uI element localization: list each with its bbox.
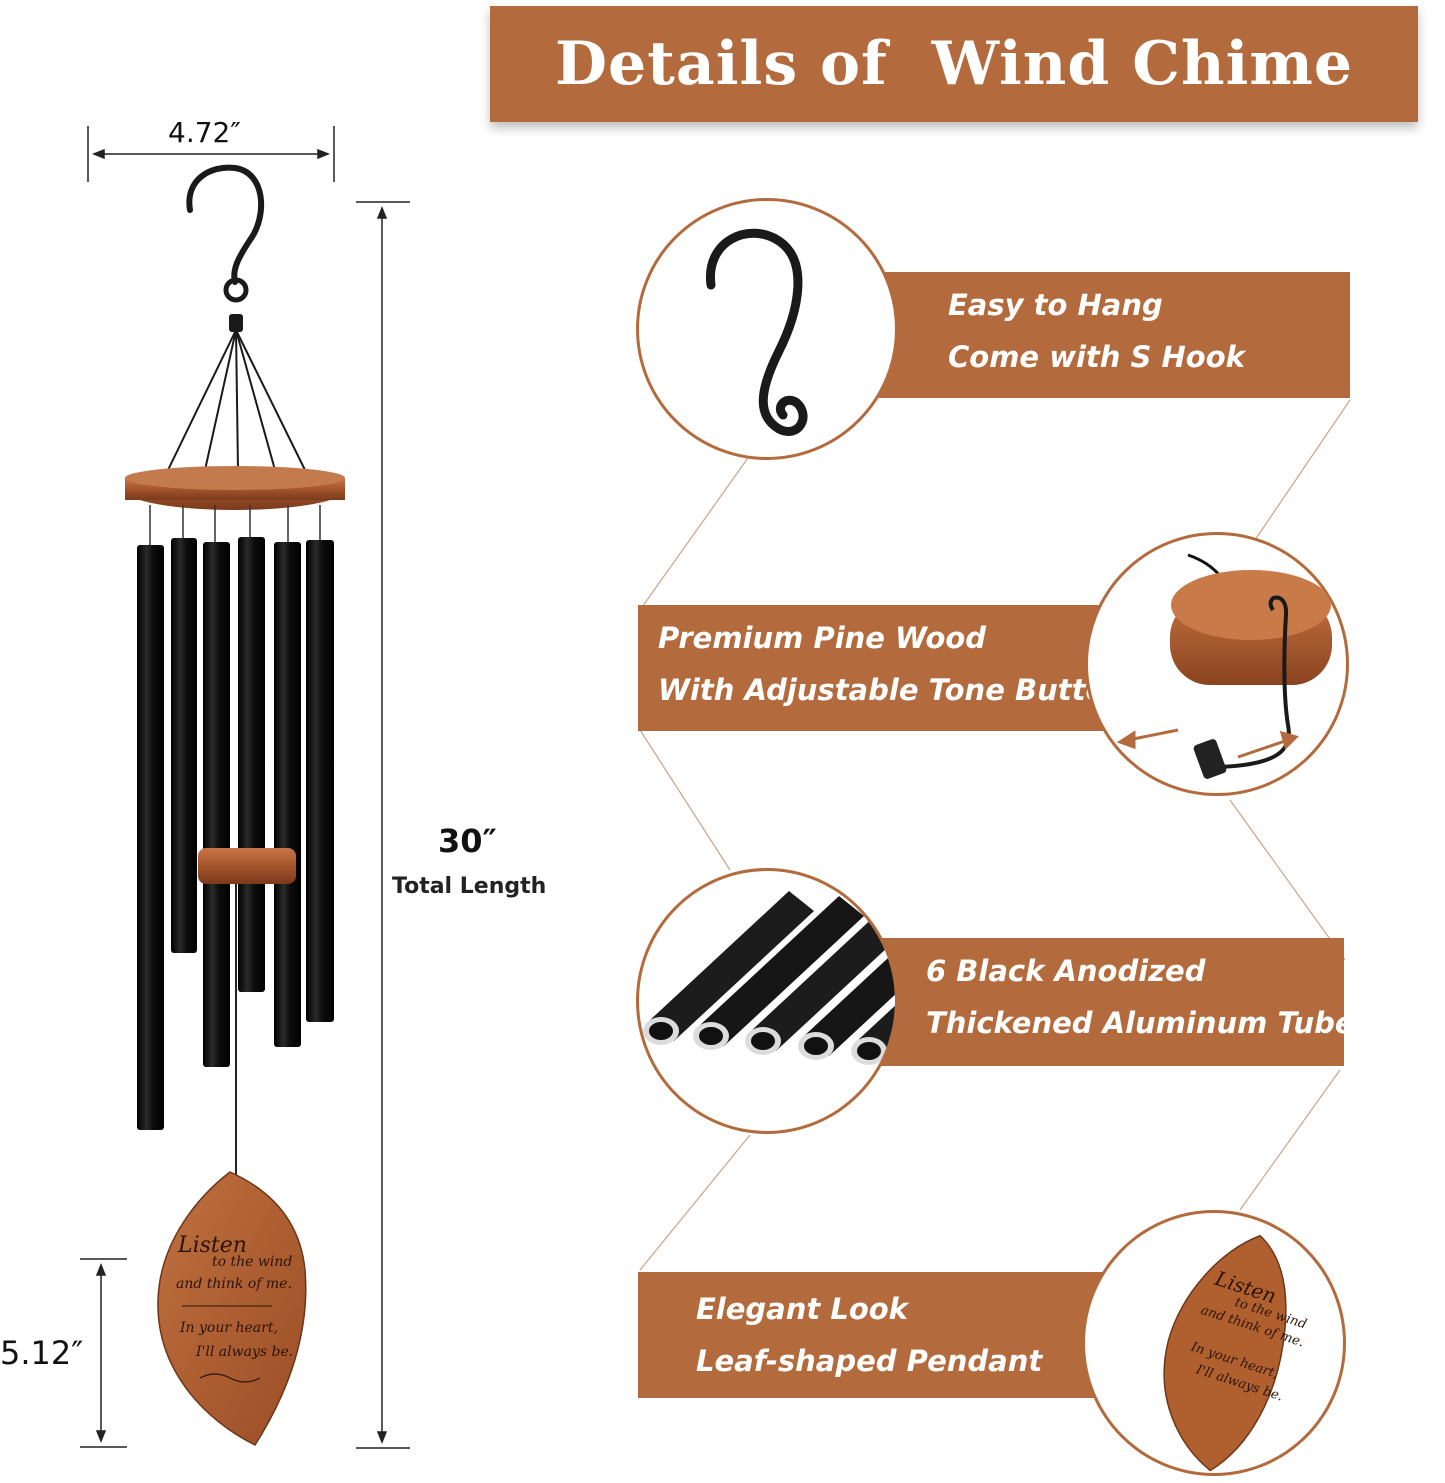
s-hook (186, 164, 265, 285)
pendant-length-label: 5.12″ (0, 1334, 84, 1372)
feature-bar-hang: Easy to Hang Come with S Hook (850, 272, 1350, 398)
width-dimension (87, 126, 335, 182)
feature-bar-wood: Premium Pine Wood With Adjustable Tone B… (638, 605, 1138, 731)
s-hook-icon (636, 198, 898, 460)
feature-leaf-line1: Elegant Look (696, 1292, 908, 1326)
feature-hang-line2: Come with S Hook (948, 340, 1245, 374)
title-banner: Details of Wind Chime (490, 6, 1418, 122)
pendant-text-5: I'll always be. (195, 1344, 293, 1360)
zigzag-connectors (639, 399, 1351, 1271)
wind-chime-illustration: Listen to the wind and think of me. In y… (80, 126, 410, 1449)
width-label: 4.72″ (168, 116, 241, 149)
pendant-dimension (80, 1258, 127, 1448)
feature-tubes-line2: Thickened Aluminum Tubes (926, 1006, 1372, 1040)
total-length-label: Total Length (392, 874, 547, 899)
feature-bar-tubes: 6 Black Anodized Thickened Aluminum Tube… (850, 938, 1372, 1066)
pendant-text-3: and think of me. (176, 1276, 292, 1292)
total-length-value: 30″ (438, 822, 497, 860)
pendant-text-1: Listen (177, 1233, 247, 1258)
feature-tubes-line1: 6 Black Anodized (926, 954, 1206, 988)
pendant-text-4: In your heart, (179, 1320, 278, 1336)
leaf-pendant-icon: Listen to the wind and think of me. In y… (1082, 1210, 1346, 1476)
feature-wood-line1: Premium Pine Wood (658, 621, 987, 655)
feature-leaf-line2: Leaf-shaped Pendant (696, 1344, 1043, 1378)
leaf-pendant: Listen to the wind and think of me. In y… (157, 1171, 307, 1446)
wood-button-icon (1085, 532, 1349, 796)
pendant-text-2: to the wind (212, 1254, 292, 1270)
page-title: Details of Wind Chime (554, 29, 1354, 99)
feature-hang-line1: Easy to Hang (948, 288, 1163, 322)
feature-wood-line2: With Adjustable Tone Button (658, 673, 1127, 707)
feature-bar-leaf: Elegant Look Leaf-shaped Pendant (638, 1272, 1138, 1398)
tubes-icon (636, 868, 898, 1134)
total-length-dimension (356, 201, 410, 1449)
